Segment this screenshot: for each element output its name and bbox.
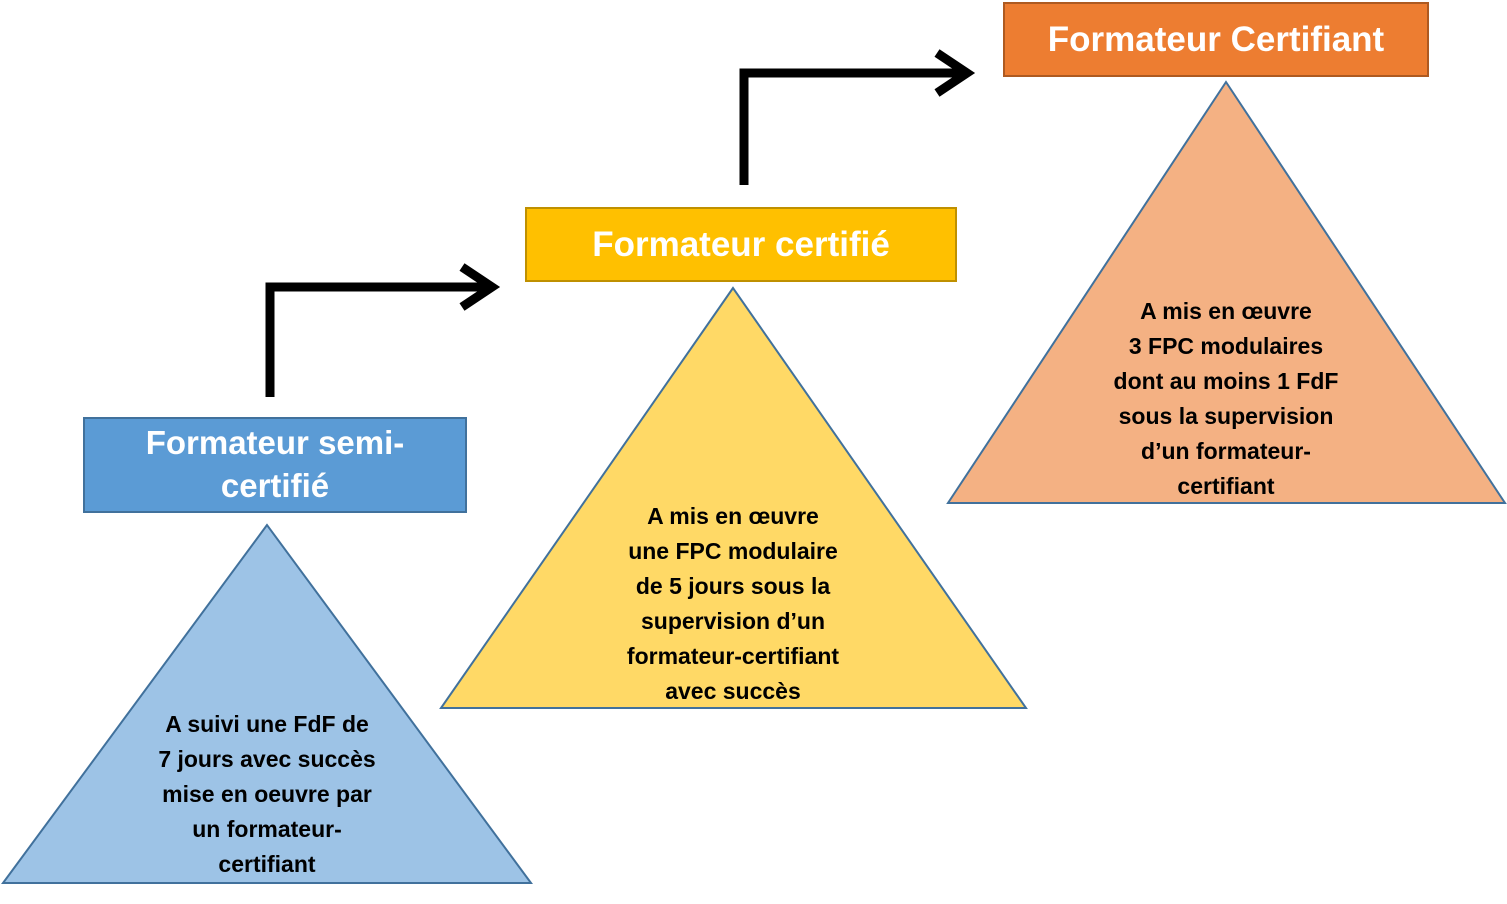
triangle-certifiant bbox=[946, 80, 1507, 504]
title-line: certifié bbox=[220, 467, 330, 504]
description-line: une FPC modulaire bbox=[628, 538, 838, 564]
title-line: Formateur Certifiant bbox=[1047, 19, 1385, 59]
description-line: A mis en œuvre bbox=[1140, 298, 1312, 324]
arrow-semi-to-certifie bbox=[265, 263, 501, 397]
description-line: un formateur- bbox=[192, 816, 342, 842]
description-line: sous la supervision bbox=[1119, 403, 1334, 429]
triangle-semi-certifie bbox=[1, 523, 533, 884]
title-box-certifie: Formateur certifié bbox=[525, 207, 957, 282]
title-line: Formateur semi- bbox=[145, 424, 405, 462]
description-certifiant: A mis en œuvre 3 FPC modulaires dont au mo… bbox=[1114, 298, 1339, 499]
description-line: A suivi une FdF de bbox=[165, 711, 369, 737]
description-certifie: A mis en œuvre une FPC modulaire de 5 jour… bbox=[627, 503, 839, 704]
description-line: 7 jours avec succès bbox=[158, 746, 375, 772]
title-box-semi-certifie: Formateur semi-certifié bbox=[83, 417, 467, 513]
title-line: Formateur certifié bbox=[592, 224, 890, 264]
description-line: formateur-certifiant bbox=[627, 643, 839, 669]
description-line: avec succès bbox=[665, 678, 801, 704]
description-line: A mis en œuvre bbox=[647, 503, 819, 529]
title-certifie: Formateur certifié bbox=[592, 222, 890, 268]
triangle-certifie bbox=[439, 286, 1028, 709]
description-line: supervision d’un bbox=[641, 608, 825, 634]
description-line: certifiant bbox=[218, 851, 315, 877]
description-line: mise en oeuvre par bbox=[162, 781, 372, 807]
description-line: 3 FPC modulaires bbox=[1129, 333, 1323, 359]
description-line: certifiant bbox=[1177, 473, 1274, 499]
description-line: dont au moins 1 FdF bbox=[1114, 368, 1339, 394]
arrow-certifie-to-certifiant bbox=[739, 49, 976, 185]
title-semi-certifie: Formateur semi-certifié bbox=[146, 422, 405, 508]
title-certifiant: Formateur Certifiant bbox=[1048, 17, 1384, 63]
description-semi-certifie: A suivi une FdF de 7 jours avec succès mis… bbox=[158, 711, 375, 877]
title-box-certifiant: Formateur Certifiant bbox=[1003, 2, 1429, 77]
description-line: d’un formateur- bbox=[1141, 438, 1311, 464]
description-line: de 5 jours sous la bbox=[636, 573, 830, 599]
